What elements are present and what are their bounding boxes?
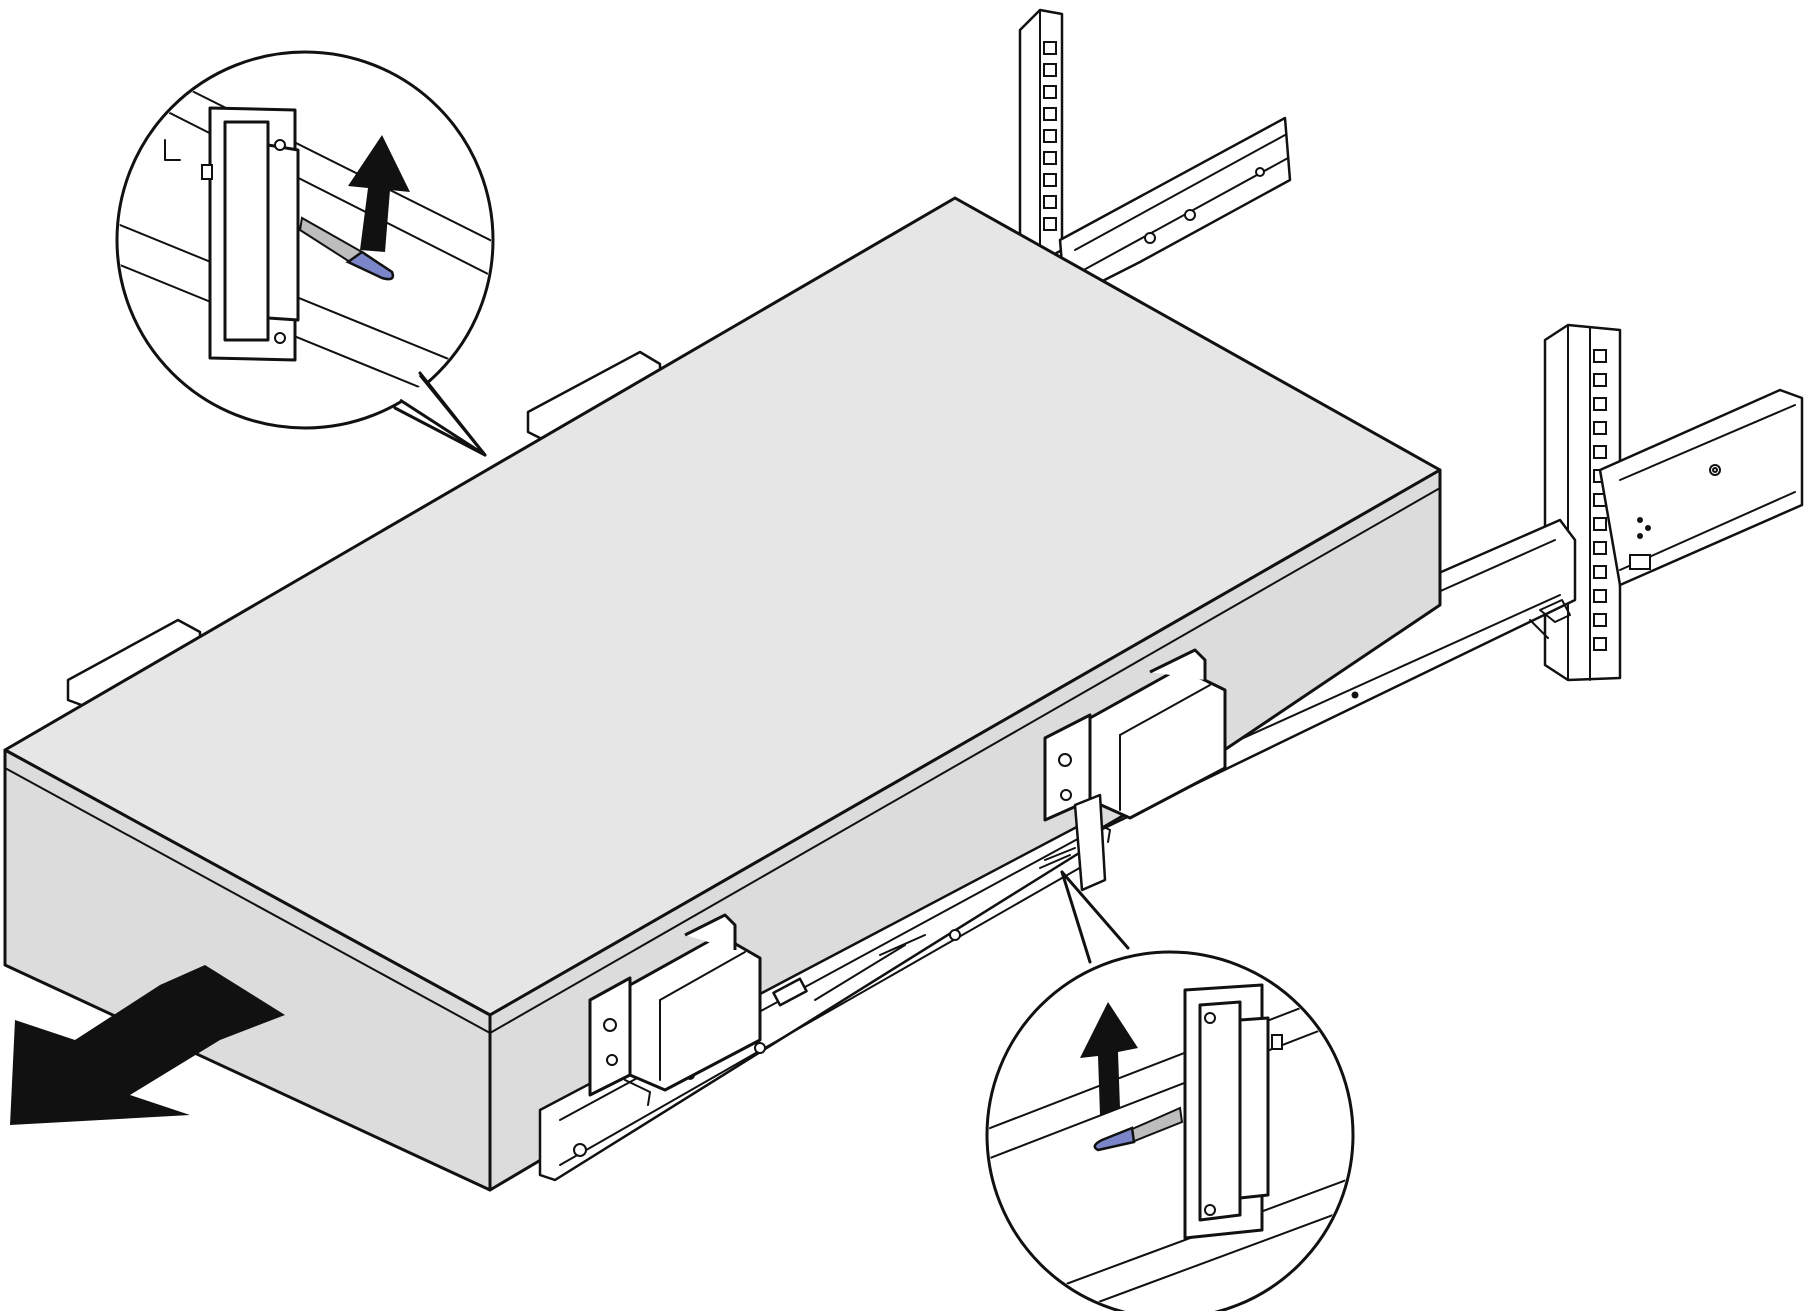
callout-detail-front-latch [985, 870, 1355, 1311]
lift-up-arrow-icon [348, 135, 410, 252]
lift-up-arrow-icon [1080, 1002, 1138, 1115]
front-handle-left [588, 913, 762, 1106]
inner-slide-rail [538, 818, 1102, 1182]
pull-out-arrow-icon [10, 965, 285, 1125]
rail-release-latch [1039, 793, 1107, 892]
rear-rack-post [1018, 8, 1064, 264]
outer-slide-rail-right [1598, 388, 1804, 587]
callout-detail-rear-latch [115, 50, 495, 457]
rear-slide-rail [1058, 116, 1292, 302]
front-handle-right [1043, 648, 1227, 843]
